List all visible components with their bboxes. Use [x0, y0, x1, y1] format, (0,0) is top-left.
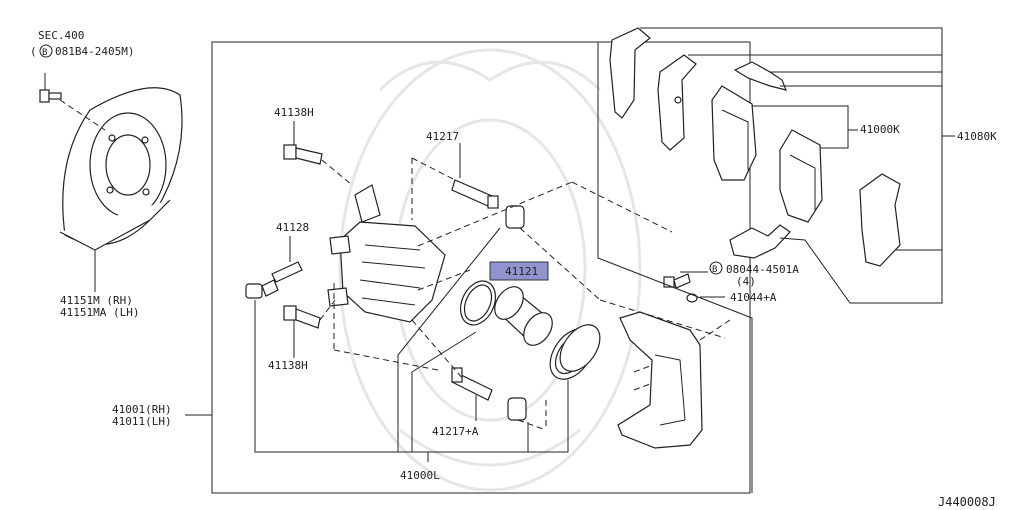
pad-clip-spring: [733, 61, 787, 91]
label-41138h-bottom: 41138H: [268, 359, 308, 372]
label-41000l: 41000L: [400, 469, 440, 482]
label-08044-qty: (4): [736, 275, 756, 288]
outer-shim-1: [609, 27, 651, 119]
label-41121: 41121: [505, 265, 538, 278]
diagram-code: J440008J: [938, 495, 996, 509]
dust-shield-41151m: [59, 87, 183, 251]
label-41080k: 41080K: [957, 130, 997, 143]
label-41151ma: 41151MA (LH): [60, 306, 139, 319]
guide-bolt-41138h-top: [283, 144, 323, 165]
label-41011: 41011(LH): [112, 415, 172, 428]
bolt-08044-b-mark-icon: [709, 261, 723, 275]
piston-41121: [494, 286, 553, 346]
piston-label-highlight: [489, 261, 549, 281]
label-sec400: SEC.400: [38, 29, 84, 42]
inner-shim: [859, 173, 901, 267]
piston-boot: [549, 324, 601, 380]
bolt-08044: [663, 273, 691, 289]
label-bolt-ref: 081B4-2405M): [55, 45, 134, 58]
bleeder-screw-41128: [245, 261, 303, 299]
caliper-bracket: [617, 311, 703, 449]
washer-41044a: [686, 293, 698, 303]
watermark-emblem: [338, 48, 642, 492]
caliper-assembly-frame: [211, 41, 751, 494]
brake-pad-inner: [779, 129, 823, 223]
pin-boot-bottom: [507, 397, 527, 421]
label-41044a: 41044+A: [730, 291, 777, 304]
pad-retainer: [729, 224, 791, 259]
piston-seal: [459, 280, 497, 326]
label-bolt08044-b: B: [712, 265, 717, 275]
guide-bolt-41138h-bottom: [283, 305, 321, 329]
caliper-body: [327, 184, 446, 323]
label-41138h-top: 41138H: [274, 106, 314, 119]
label-bolt-ref-b: B: [42, 48, 47, 58]
label-41000k: 41000K: [860, 123, 900, 136]
pin-boot-top: [505, 205, 525, 229]
label-41128: 41128: [276, 221, 309, 234]
label-bolt-ref-prefix: (: [30, 45, 37, 58]
label-41217a: 41217+A: [432, 425, 479, 438]
label-41151m: 41151M (RH): [60, 294, 133, 307]
guide-pin-41217: [451, 179, 499, 209]
label-41001: 41001(RH): [112, 403, 172, 416]
brake-pad-outer: [711, 85, 757, 181]
label-41217: 41217: [426, 130, 459, 143]
label-08044: 08044-4501A: [726, 263, 799, 276]
shield-bolt: [39, 89, 62, 103]
outer-shim-2: [657, 54, 697, 151]
bolt-b-mark-icon: [39, 44, 53, 58]
guide-pin-41217a: [451, 367, 493, 401]
